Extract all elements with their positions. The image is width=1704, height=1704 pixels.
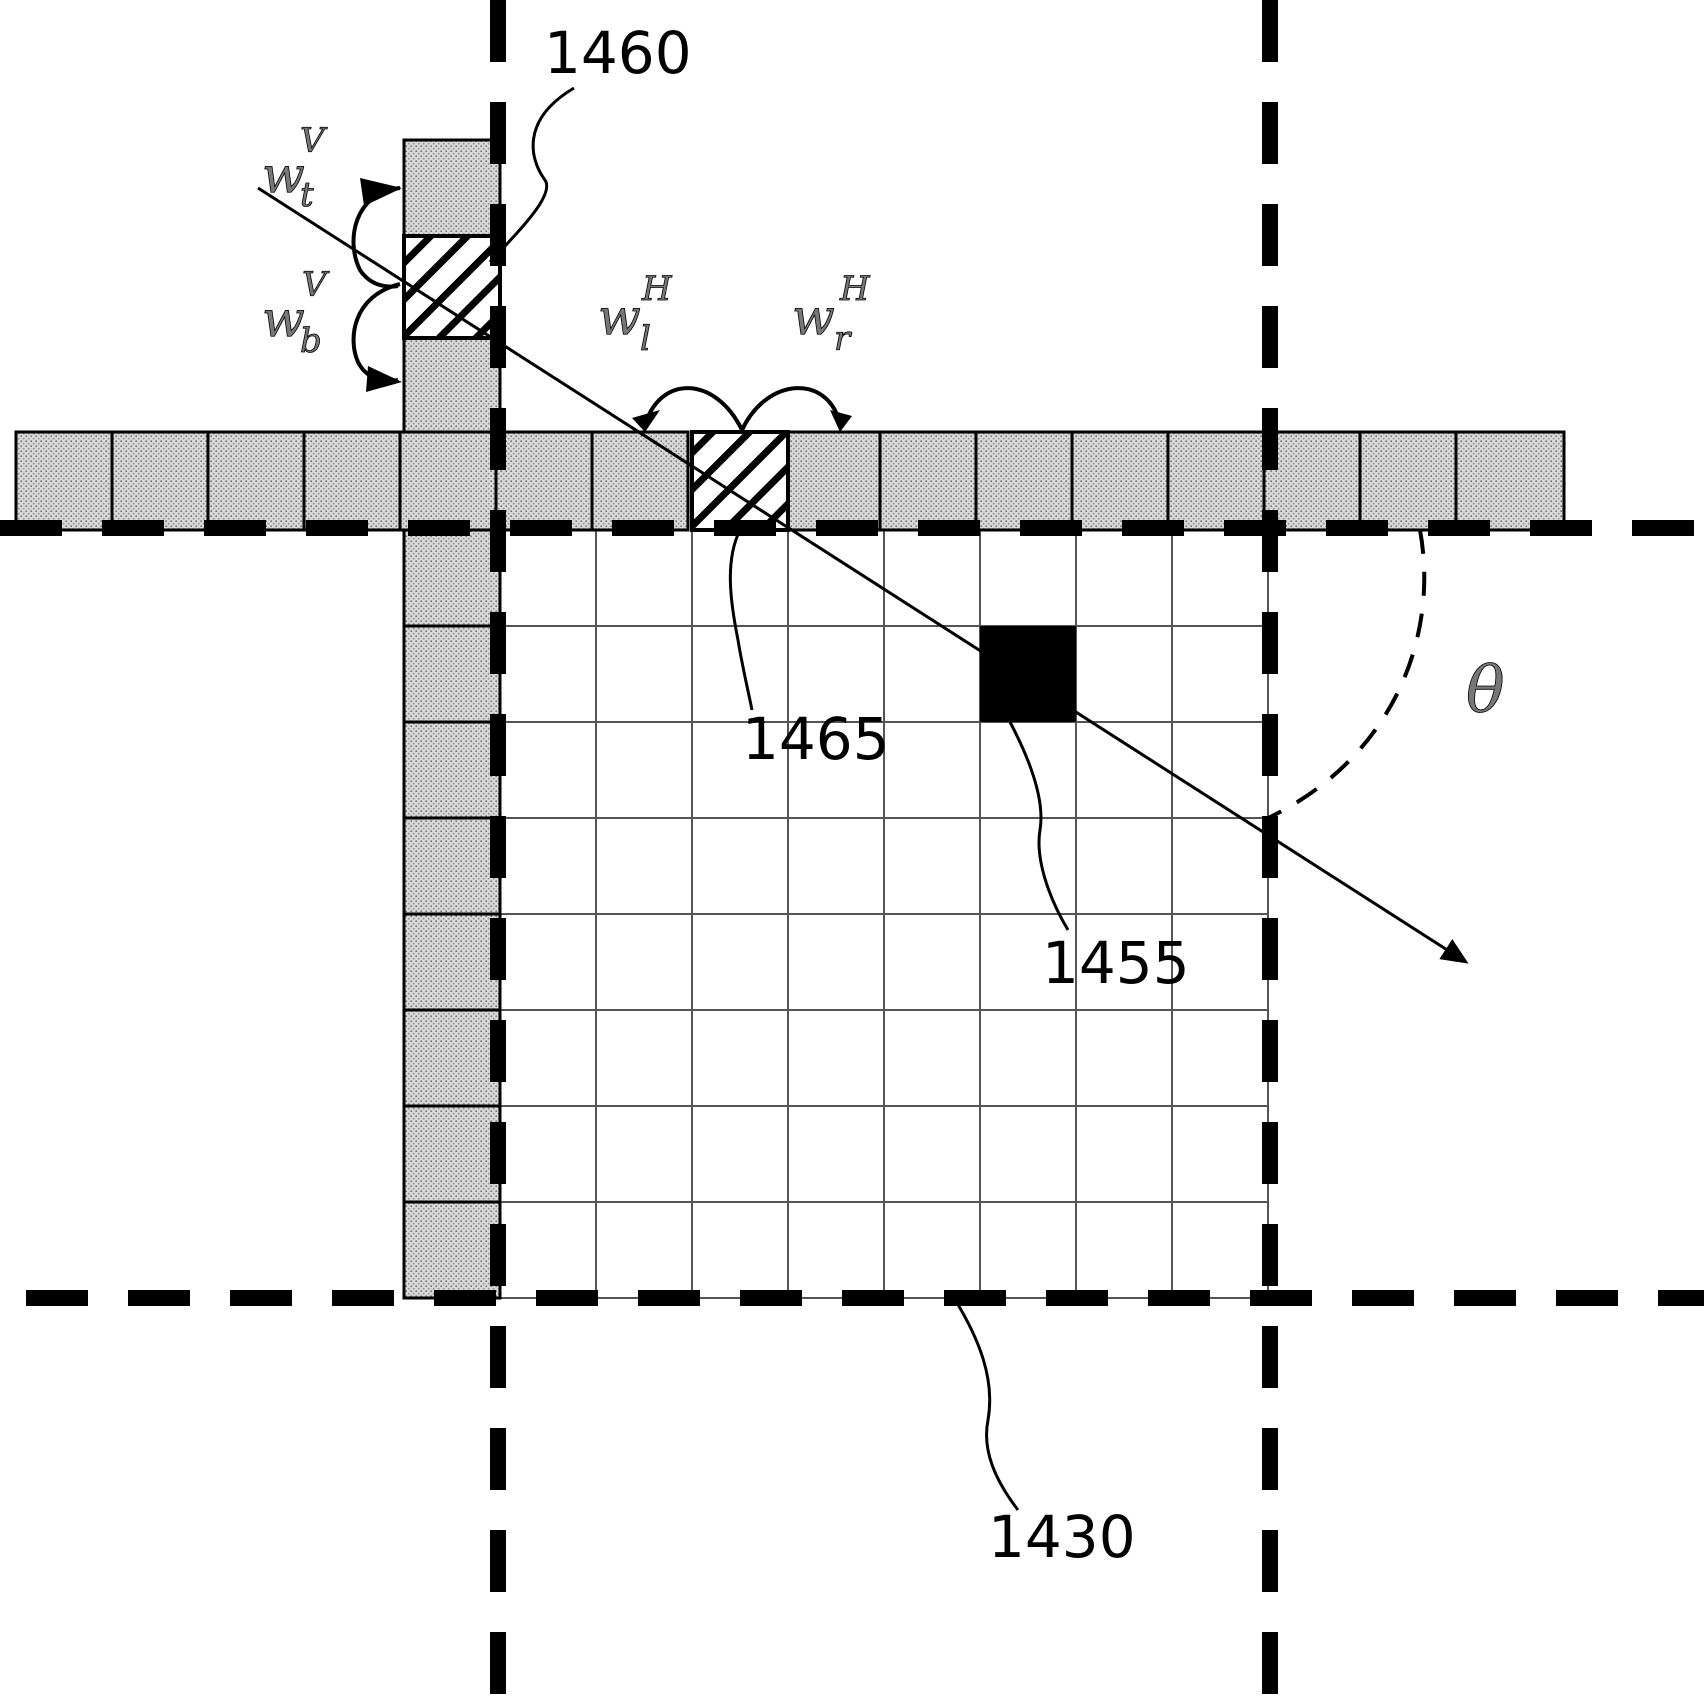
svg-text:w: w [792, 288, 835, 346]
svg-text:V: V [300, 121, 328, 161]
svg-text:r: r [834, 319, 852, 359]
svg-text:w: w [262, 290, 305, 348]
weight-arrow-right [742, 388, 840, 430]
label-1430: 1430 [988, 1503, 1136, 1571]
svg-text:t: t [300, 175, 314, 215]
svg-text:w: w [598, 288, 641, 346]
leader-1430 [954, 1298, 1018, 1510]
leader-1465 [730, 530, 752, 710]
weight-arrow-left [645, 388, 742, 430]
label-1455: 1455 [1042, 929, 1190, 997]
label-1465: 1465 [742, 705, 890, 773]
svg-text:H: H [839, 269, 871, 309]
svg-text:w: w [262, 146, 305, 204]
label-w-t-V: w t V [262, 121, 328, 215]
current-block-grid [404, 530, 1268, 1298]
svg-text:l: l [640, 319, 651, 359]
label-w-r-H: w r H [792, 269, 871, 359]
top-reference-sample-1465 [692, 432, 788, 530]
svg-text:H: H [641, 269, 673, 309]
target-pixel-1455 [980, 626, 1076, 722]
left-reference-sample-1460 [404, 236, 500, 338]
angle-arc [1268, 530, 1424, 818]
label-w-b-V: w b V [262, 265, 330, 361]
label-theta: θ [1466, 654, 1505, 728]
label-w-l-H: w l H [598, 269, 673, 359]
weight-arrow-bottom [354, 284, 400, 381]
svg-text:b: b [300, 321, 322, 361]
weight-arrow-top [353, 188, 400, 287]
label-1460: 1460 [544, 19, 692, 87]
svg-text:V: V [302, 265, 330, 305]
leader-1455 [1010, 722, 1068, 930]
